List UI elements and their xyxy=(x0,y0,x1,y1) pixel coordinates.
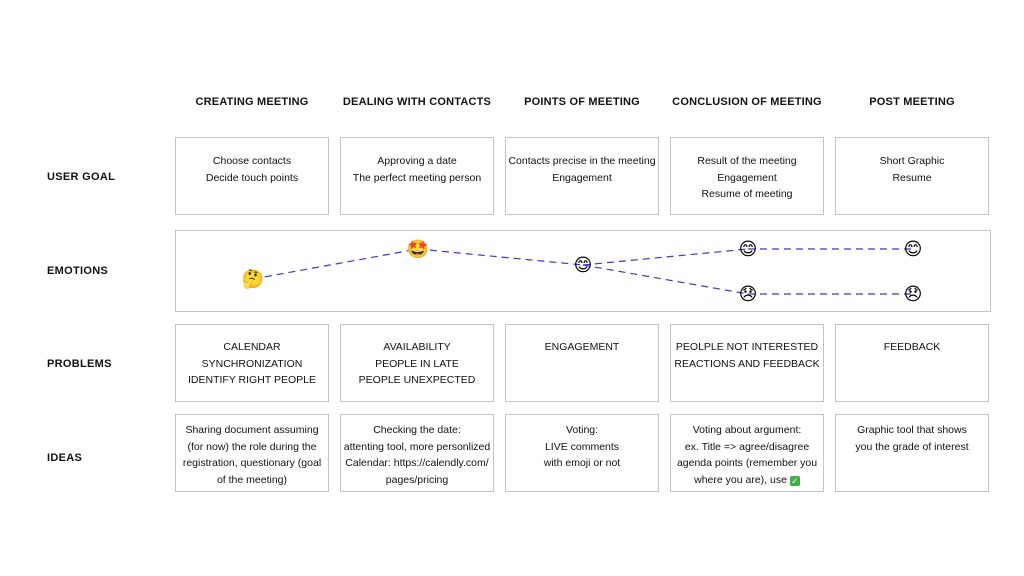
disappointed-face-icon: 😞 xyxy=(904,284,923,304)
disappointed-face-icon: 😞 xyxy=(739,284,758,304)
column-header-conclusion-of-meeting: CONCLUSION OF MEETING xyxy=(672,96,822,108)
cell-text: Engagement xyxy=(717,171,777,184)
cell-text: Voting about argument: xyxy=(692,424,802,436)
cell-text: The perfect meeting person xyxy=(352,171,482,184)
cell-text: Decide touch points xyxy=(205,171,299,184)
ideas-cell: Voting about argument: ex. Title => agre… xyxy=(670,414,824,492)
cell-text: attenting tool, more personlized xyxy=(343,440,491,453)
row-label-ideas: IDEAS xyxy=(47,452,83,464)
cell-text: Short Graphic xyxy=(879,155,945,167)
cell-text: PEOLPLE NOT INTERESTED xyxy=(675,341,819,353)
user-goal-cell: Short Graphic Resume xyxy=(835,137,989,215)
ideas-cell: Sharing document assuming (for now) the … xyxy=(175,414,329,492)
cell-text: Contacts precise in the meeting xyxy=(508,155,656,167)
user-goal-cell: Contacts precise in the meeting Engageme… xyxy=(505,137,659,215)
smiling-face-icon: 😊 xyxy=(739,239,758,259)
problems-cell: PEOLPLE NOT INTERESTED REACTIONS AND FEE… xyxy=(670,324,824,402)
check-mark-icon: ✓ xyxy=(789,475,800,486)
ideas-cell: Voting: LIVE comments with emoji or not xyxy=(505,414,659,492)
column-header-post-meeting: POST MEETING xyxy=(869,96,955,108)
thinking-face-icon: 🤔 xyxy=(242,269,264,289)
cell-text: of the meeting) xyxy=(216,473,288,486)
ideas-cell: Graphic tool that shows you the grade of… xyxy=(835,414,989,492)
row-label-emotions: EMOTIONS xyxy=(47,265,109,277)
cell-text: agenda points (remember you xyxy=(676,457,818,469)
problems-cell: FEEDBACK xyxy=(835,324,989,402)
smiling-face-icon: 😊 xyxy=(904,239,923,259)
cell-text: SYNCHRONIZATION xyxy=(201,357,303,370)
cell-text: Choose contacts xyxy=(212,155,292,167)
row-label-user-goal: USER GOAL xyxy=(47,171,116,183)
row-label-problems: PROBLEMS xyxy=(47,358,112,370)
cell-text: Approving a date xyxy=(377,155,457,167)
cell-text: PEOPLE IN LATE xyxy=(375,357,459,370)
cell-text: Engagement xyxy=(552,171,612,184)
cell-text: with emoji or not xyxy=(543,457,621,469)
problems-cell: AVAILABILITY PEOPLE IN LATE PEOPLE UNEXP… xyxy=(340,324,494,402)
cell-text: Result of the meeting xyxy=(697,155,797,167)
cell-text: FEEDBACK xyxy=(883,341,941,353)
cell-text: registration, questionary (goal xyxy=(182,457,322,469)
cell-text: ENGAGEMENT xyxy=(544,341,620,353)
cell-text: CALENDAR xyxy=(223,341,281,353)
star-struck-face-icon: 🤩 xyxy=(407,239,429,259)
cell-text: PEOPLE UNEXPECTED xyxy=(358,374,476,386)
ideas-cell: Checking the date: attenting tool, more … xyxy=(340,414,494,492)
cell-text: Resume xyxy=(892,171,932,184)
cell-text: (for now) the role during the xyxy=(187,440,317,453)
user-goal-cell: Choose contacts Decide touch points xyxy=(175,137,329,215)
cell-text: Voting: xyxy=(565,424,599,436)
cell-text: Resume of meeting xyxy=(701,188,793,200)
user-goal-cell: Approving a date The perfect meeting per… xyxy=(340,137,494,215)
column-header-dealing-with-contacts: DEALING WITH CONTACTS xyxy=(342,96,492,108)
cell-text: Calendar: https://calendly.com/ xyxy=(345,457,489,469)
cell-text: Sharing document assuming xyxy=(185,424,319,436)
cell-text: pages/pricing xyxy=(385,473,449,486)
problems-cell: ENGAGEMENT xyxy=(505,324,659,402)
emotion-line xyxy=(582,248,749,266)
cell-text: AVAILABILITY xyxy=(383,341,451,353)
cell-text-with-icon: where you are), use ✓ xyxy=(671,472,823,489)
cell-text: Graphic tool that shows xyxy=(857,424,967,436)
smiling-face-icon: 😊 xyxy=(574,255,593,275)
cell-text: IDENTIFY RIGHT PEOPLE xyxy=(188,374,316,386)
emotion-line xyxy=(417,248,584,266)
cell-text: where you are), use xyxy=(694,473,787,486)
cell-text: REACTIONS AND FEEDBACK xyxy=(674,357,820,370)
cell-text: ex. Title => agree/disagree xyxy=(684,440,810,453)
cell-text: you the grade of interest xyxy=(855,440,969,453)
column-header-points-of-meeting: POINTS OF MEETING xyxy=(524,96,640,108)
cell-text: LIVE comments xyxy=(544,440,620,453)
problems-cell: CALENDAR SYNCHRONIZATION IDENTIFY RIGHT … xyxy=(175,324,329,402)
emotion-line xyxy=(582,264,749,295)
emotions-band xyxy=(175,230,991,312)
emotion-line xyxy=(252,248,419,280)
column-header-creating-meeting: CREATING MEETING xyxy=(195,96,309,108)
user-goal-cell: Result of the meeting Engagement Resume … xyxy=(670,137,824,215)
cell-text: Checking the date: xyxy=(373,424,461,436)
